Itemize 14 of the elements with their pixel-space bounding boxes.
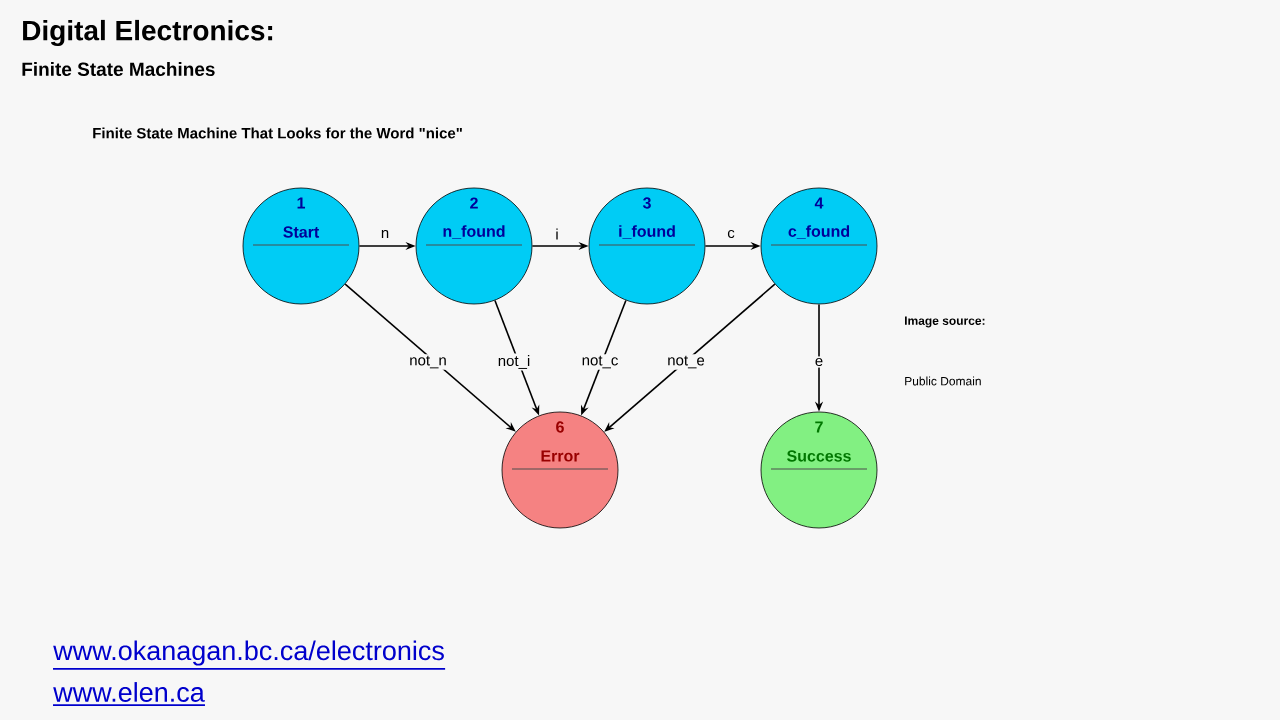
edge-label: not_n [407, 354, 449, 370]
edge-label: not_e [665, 354, 707, 370]
title: Digital Electronics: [23, 19, 273, 47]
edge-label: c [725, 228, 737, 240]
edge-label: not_c [580, 354, 620, 370]
caption: Finite State Machine That Looks for the Word "nice" [93, 127, 462, 139]
link: www.elen.ca [53, 682, 205, 702]
source-note: Public Domain [905, 376, 981, 386]
edge-label: n [379, 228, 391, 240]
edge-label: i [553, 227, 561, 241]
subtitle: Finite State Machines [22, 62, 215, 76]
link: www.okanagan.bc.ca/electronics [53, 640, 444, 666]
edge-label: e [813, 356, 825, 368]
source-note: Image source: [905, 316, 985, 328]
